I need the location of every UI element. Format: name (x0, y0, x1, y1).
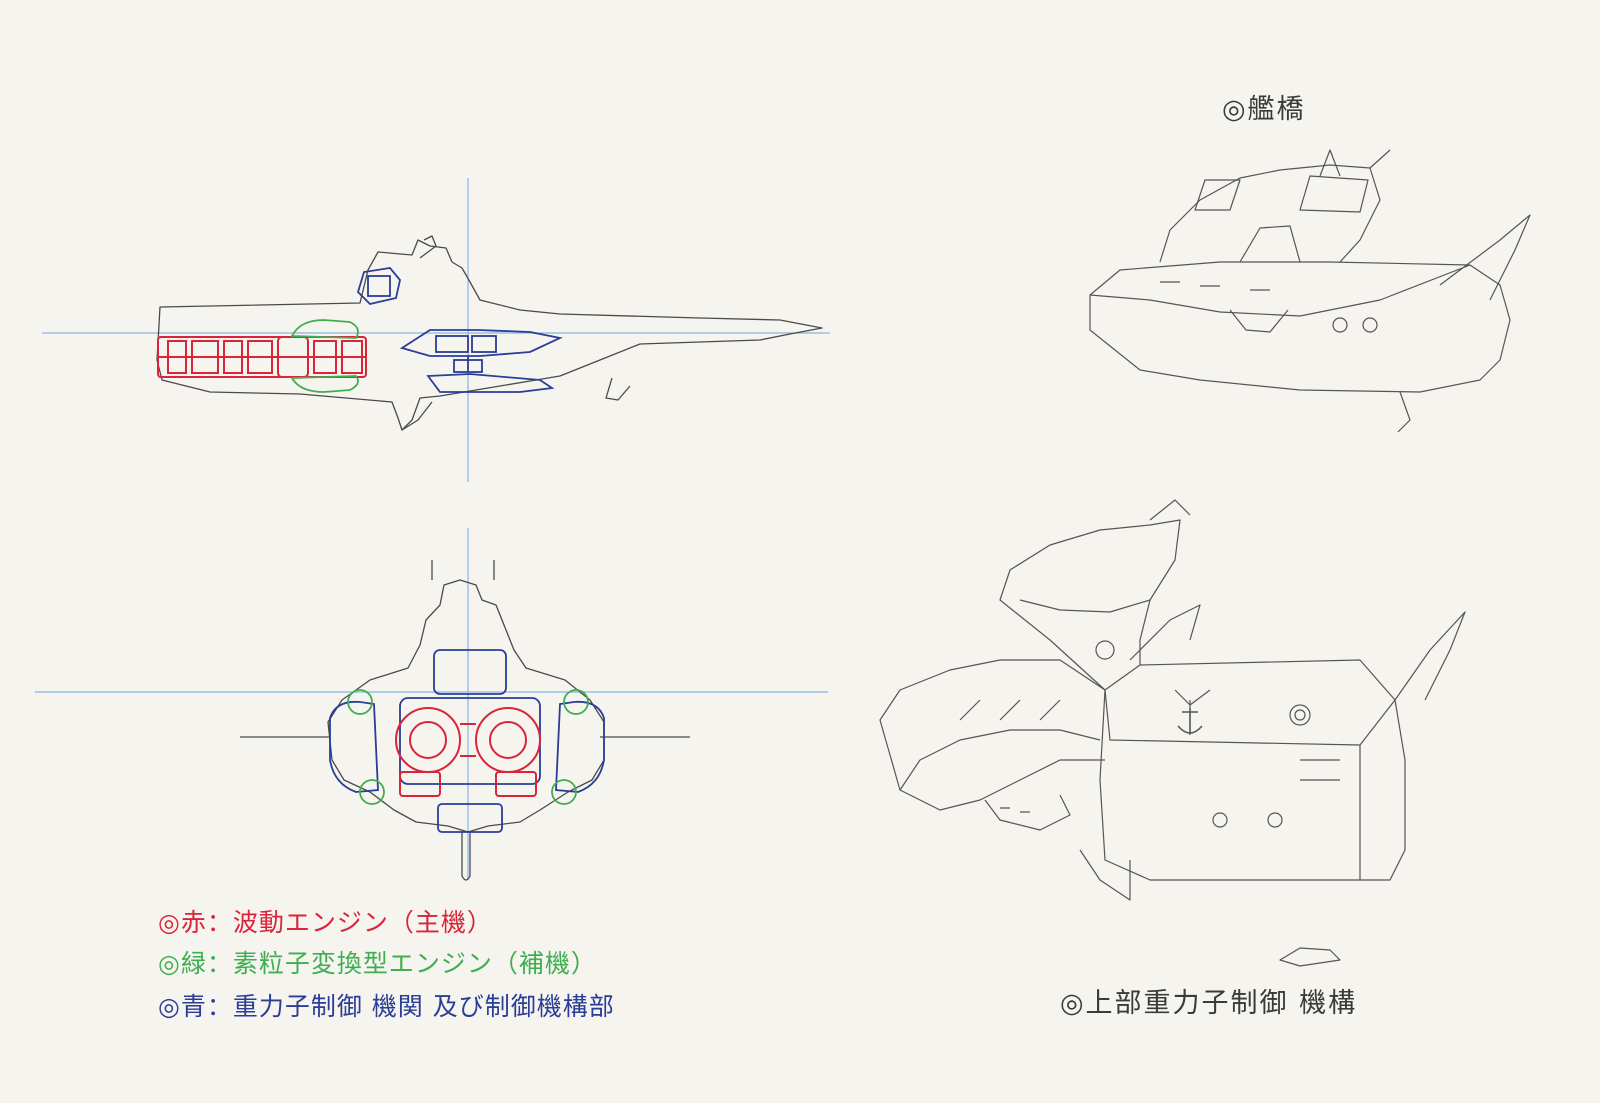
front-view-gravity-system (329, 649, 605, 833)
bridge-label: ◎艦橋 (1222, 94, 1306, 125)
bridge-sketch (1089, 149, 1531, 433)
front-view-silhouette (240, 560, 690, 881)
legend-green-aux-engine: ◎緑：素粒子変換型エンジン（補機） (158, 949, 597, 978)
upper-mechanism-sketch (879, 499, 1466, 967)
color-legend: ◎赤：波動エンジン（主機） ◎緑：素粒子変換型エンジン（補機） ◎青：重力子制御… (158, 908, 615, 1021)
front-view-main-engine (395, 707, 541, 797)
front-view-aux-engine (347, 689, 589, 805)
side-view-aux-engine (290, 319, 359, 393)
legend-blue-gravity-control: ◎青：重力子制御 機関 及び制御機構部 (158, 992, 615, 1021)
side-view-gravity-system (356, 267, 563, 393)
guide-lines (35, 178, 830, 880)
side-view-main-engine (157, 336, 367, 378)
legend-red-main-engine: ◎赤：波動エンジン（主機） (158, 908, 493, 937)
upper-mechanism-label: ◎上部重力子制御 機構 (1060, 988, 1357, 1019)
anchor-icon (1177, 708, 1203, 734)
side-view-silhouette (156, 235, 823, 431)
